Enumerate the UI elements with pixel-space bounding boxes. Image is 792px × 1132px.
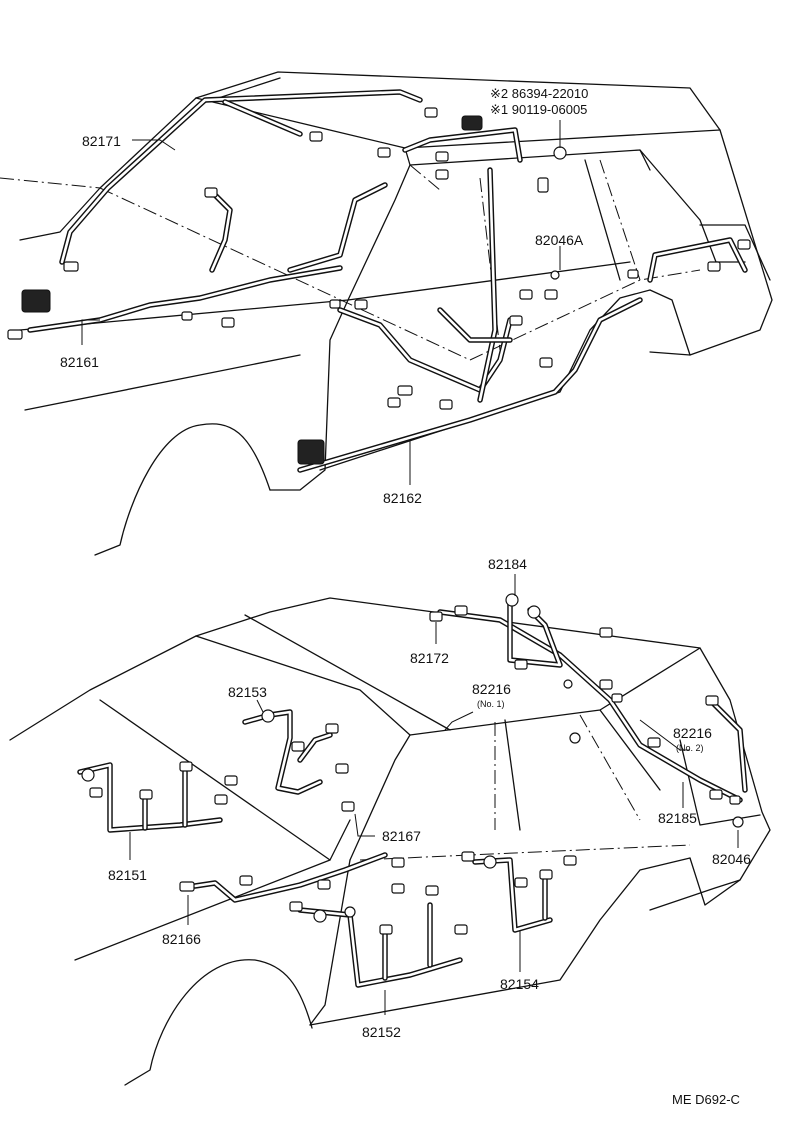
label-82046: 82046 <box>712 851 751 867</box>
label-82216-no2: 82216 <box>673 725 712 741</box>
label-ref-90119: ※1 90119-06005 <box>490 102 587 117</box>
label-82151: 82151 <box>108 867 147 883</box>
bottom-car-body <box>9 597 771 1086</box>
diagram-code: ME D692-C <box>672 1092 740 1107</box>
label-82162: 82162 <box>383 490 422 506</box>
label-82046A: 82046A <box>535 232 584 248</box>
note-82216-no2: (No. 2) <box>676 743 704 753</box>
label-82184: 82184 <box>488 556 527 572</box>
top-connectors <box>7 107 751 465</box>
top-harness-82171 <box>59 89 423 265</box>
label-82185: 82185 <box>658 810 697 826</box>
top-harness-82161 <box>27 192 343 333</box>
bottom-harness-82153 <box>242 709 333 795</box>
label-ref-86394: ※2 86394-22010 <box>490 86 588 101</box>
bottom-harness-roof <box>437 597 748 803</box>
bottom-harness-82166 <box>192 852 388 903</box>
label-82166: 82166 <box>162 931 201 947</box>
top-car-body <box>0 71 773 556</box>
label-82216-no1: 82216 <box>472 681 511 697</box>
label-82154: 82154 <box>500 976 539 992</box>
label-82172: 82172 <box>410 650 449 666</box>
bottom-harness-82154 <box>472 857 553 933</box>
bottom-connectors <box>81 593 744 935</box>
note-82216-no1: (No. 1) <box>477 699 505 709</box>
top-leaders <box>81 120 561 485</box>
label-82152: 82152 <box>362 1024 401 1040</box>
label-82161: 82161 <box>60 354 99 370</box>
bottom-leaders <box>129 574 739 1015</box>
label-82153: 82153 <box>228 684 267 700</box>
label-82171: 82171 <box>82 133 121 149</box>
bottom-harness-82152 <box>297 902 463 988</box>
label-82167: 82167 <box>382 828 421 844</box>
top-harness-82162 <box>287 127 748 473</box>
bottom-harness-82151 <box>77 762 223 833</box>
